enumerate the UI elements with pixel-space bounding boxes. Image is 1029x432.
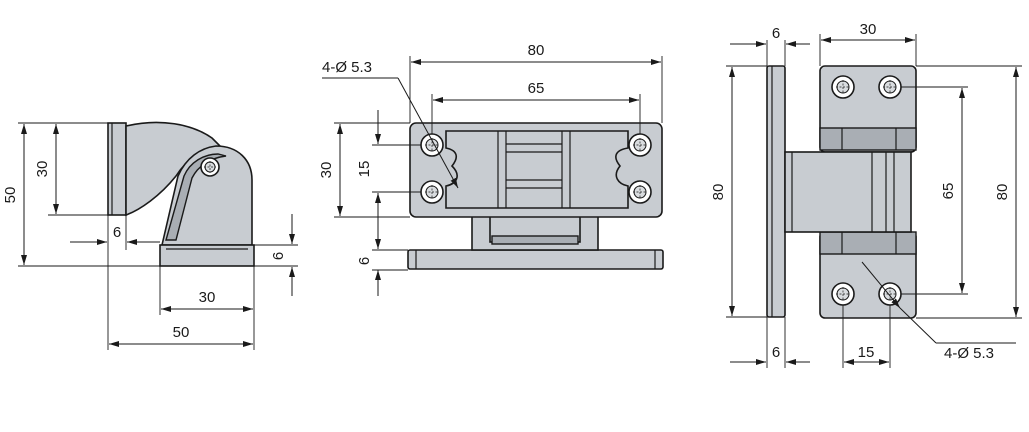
side-upper-height-label: 30 bbox=[34, 161, 51, 178]
top-hole-upper-right-icon bbox=[878, 75, 902, 99]
top-view-plate bbox=[766, 65, 786, 318]
side-view: 50 30 6 6 30 50 bbox=[2, 121, 298, 350]
side-plate-thickness-label: 6 bbox=[113, 224, 121, 241]
top-hole-offset-label: 15 bbox=[858, 344, 875, 361]
front-hole-top-right-icon bbox=[628, 133, 652, 157]
top-hole-lower-left-icon bbox=[831, 282, 855, 306]
side-view-body bbox=[160, 145, 253, 246]
front-hole-top-left-icon bbox=[420, 133, 444, 157]
front-overall-width-label: 80 bbox=[528, 42, 545, 59]
front-base-thickness-label: 6 bbox=[356, 257, 373, 265]
front-view-recess bbox=[445, 130, 629, 209]
side-view-base bbox=[159, 244, 255, 267]
front-hole-bottom-left-icon bbox=[420, 180, 444, 204]
top-overall-length-left-label: 80 bbox=[710, 184, 727, 201]
top-view-body bbox=[784, 151, 912, 233]
top-plate-thickness-label: 6 bbox=[772, 25, 780, 42]
side-overall-height-label: 50 bbox=[2, 187, 19, 204]
side-view-body-shade bbox=[165, 153, 227, 241]
front-hole-pitch-label: 15 bbox=[356, 161, 373, 178]
top-hole-callout-label: 4-Ø 5.3 bbox=[944, 345, 994, 362]
top-leaf-width-label: 30 bbox=[860, 21, 877, 38]
front-hole-callout-label: 4-Ø 5.3 bbox=[322, 59, 372, 76]
front-hole-spacing-label: 65 bbox=[528, 80, 545, 97]
side-base-width-label: 30 bbox=[199, 289, 216, 306]
front-hole-bottom-right-icon bbox=[628, 180, 652, 204]
top-hole-upper-left-icon bbox=[831, 75, 855, 99]
front-plate-height-label: 30 bbox=[318, 162, 335, 179]
top-hole-spacing-label: 65 bbox=[940, 183, 957, 200]
front-view: 80 65 30 15 6 4-Ø 5.3 bbox=[318, 42, 664, 296]
top-bottom-thickness-label: 6 bbox=[772, 344, 780, 361]
side-base-thickness-label: 6 bbox=[270, 252, 287, 260]
top-view: 6 30 80 65 80 6 15 4-Ø 5.3 bbox=[710, 21, 1022, 368]
side-view-plate bbox=[107, 122, 127, 216]
top-overall-length-right-label: 80 bbox=[994, 184, 1011, 201]
front-view-base bbox=[407, 249, 664, 270]
side-overall-depth-label: 50 bbox=[173, 324, 190, 341]
